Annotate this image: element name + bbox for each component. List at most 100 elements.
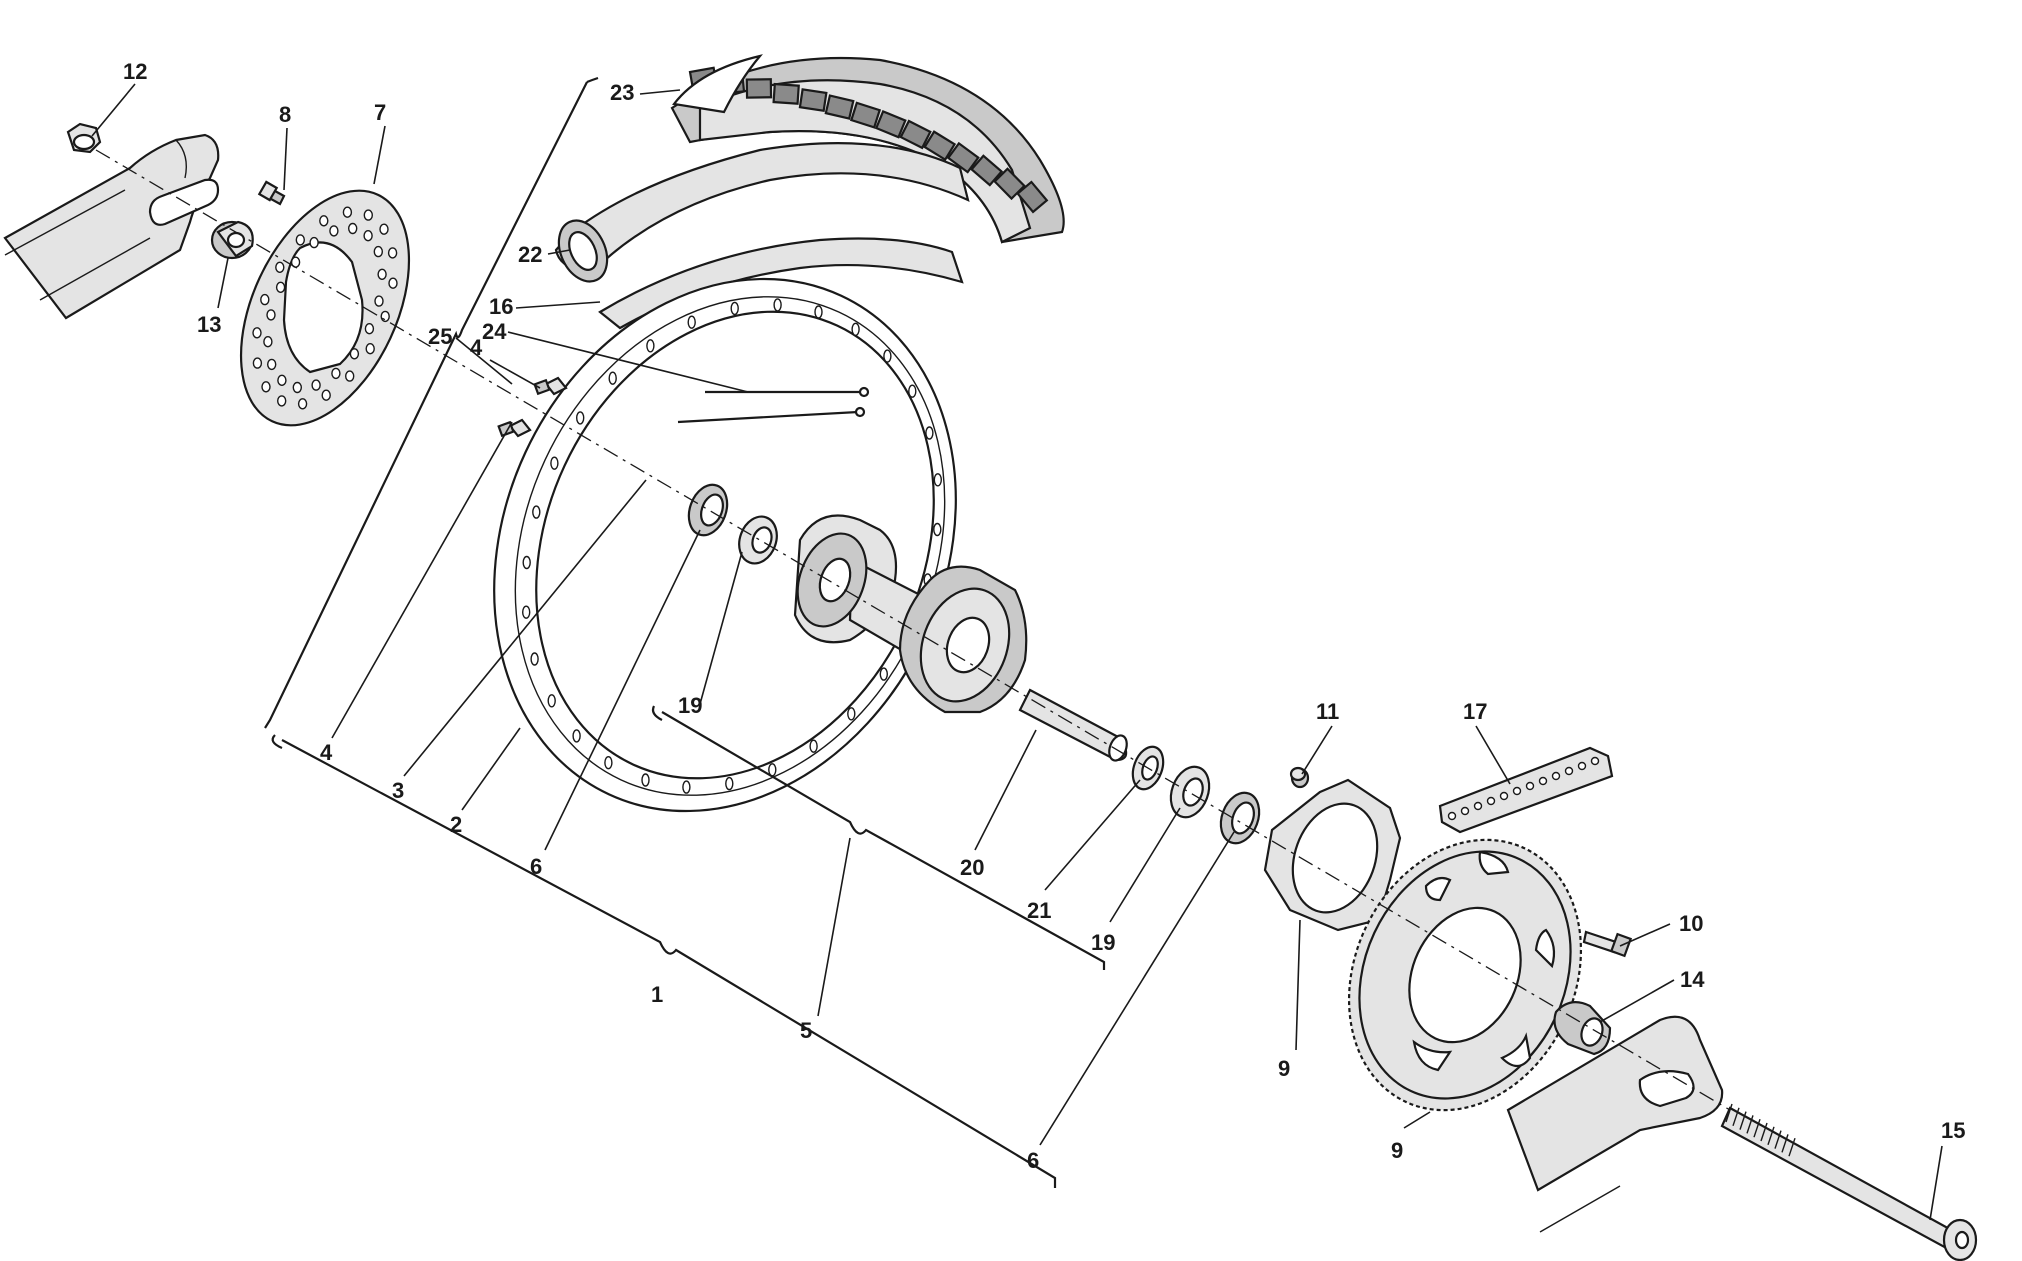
leader-line xyxy=(1929,1145,1943,1221)
callout-19-right: 19 xyxy=(1091,930,1115,955)
rim-hole xyxy=(547,694,556,708)
disc-hole xyxy=(267,358,277,371)
rim-hole xyxy=(576,411,585,425)
callout-20: 20 xyxy=(960,855,984,880)
carrier-nut xyxy=(1289,766,1310,789)
disc-hole xyxy=(261,381,271,393)
disc-hole xyxy=(297,398,308,410)
disc-hole xyxy=(252,327,262,339)
tread-block xyxy=(899,119,932,150)
callout-9: 9 xyxy=(1391,1138,1403,1163)
leader-line xyxy=(1044,779,1141,891)
rear-sprocket xyxy=(1347,838,1583,1112)
spokes xyxy=(677,386,870,424)
callout-21: 21 xyxy=(1027,898,1051,923)
rim-hole xyxy=(641,773,650,787)
leader-line xyxy=(403,479,647,777)
callout-17: 12 xyxy=(123,59,147,84)
callout-8: 8 xyxy=(279,102,291,127)
chain-link xyxy=(1486,796,1496,806)
callout-2: 2 xyxy=(450,812,462,837)
leader-line xyxy=(1039,831,1235,1146)
callout-18: 17 xyxy=(1463,699,1487,724)
wheel-axle xyxy=(1720,1103,1978,1261)
disc-hole xyxy=(292,381,302,394)
leader-line xyxy=(547,249,571,255)
rim-hole xyxy=(908,384,917,398)
callout-15: 15 xyxy=(1941,1118,1965,1143)
disc-bolt xyxy=(257,180,286,206)
bearing-left xyxy=(738,515,778,565)
rim-hole xyxy=(522,555,531,570)
axle-thread-line xyxy=(1732,1107,1740,1127)
callout-7: 7 xyxy=(374,100,386,125)
leader-line xyxy=(217,257,229,309)
tread-block xyxy=(849,101,882,129)
rim-hole xyxy=(572,729,581,743)
tread-block xyxy=(772,82,800,105)
callout-12: 11 xyxy=(1316,699,1339,724)
spacer-right xyxy=(1553,1001,1612,1056)
leader-line xyxy=(461,727,521,811)
axle-thread-line xyxy=(1774,1130,1782,1149)
tread-block xyxy=(970,154,1004,187)
axle-thread-line xyxy=(1753,1118,1761,1138)
disc-hole xyxy=(329,225,339,237)
rim-hole xyxy=(725,776,734,791)
rim-hole xyxy=(847,707,856,721)
disc-hole xyxy=(349,348,360,360)
callout-1: 1 xyxy=(651,982,663,1007)
leader-line xyxy=(455,337,513,385)
rim-hole xyxy=(933,522,942,537)
callout-6-right: 6 xyxy=(1027,1148,1039,1173)
rim-hole xyxy=(522,605,531,619)
rim-hole xyxy=(883,349,892,363)
bracket-tyre xyxy=(264,76,599,729)
rim-hole xyxy=(773,298,782,312)
leader-line xyxy=(1403,1111,1431,1129)
swingarm-left xyxy=(3,133,220,320)
chain-link xyxy=(1538,776,1548,786)
disc-hole xyxy=(348,222,358,235)
axle-thread-line xyxy=(1781,1134,1789,1153)
disc-hole xyxy=(275,281,286,293)
chain-link xyxy=(1551,771,1561,781)
leader-line xyxy=(283,127,288,191)
callout-19-left: 19 xyxy=(678,693,702,718)
disc-hole xyxy=(342,206,353,218)
rim-hole xyxy=(530,652,539,666)
callout-4-top: 4 xyxy=(470,335,483,360)
leader-lines xyxy=(91,83,1943,1221)
rim-hole xyxy=(879,667,888,681)
leader-line xyxy=(1475,725,1511,785)
tread-block xyxy=(798,88,828,113)
chain-link xyxy=(1499,791,1509,801)
disc-hole xyxy=(373,245,383,258)
callout-13: 13 xyxy=(197,312,221,337)
chain xyxy=(1438,746,1614,834)
callout-16: 16 xyxy=(489,294,513,319)
hub xyxy=(793,514,934,657)
hub-spacer-tube xyxy=(1018,688,1128,762)
leader-line xyxy=(507,331,749,393)
disc-hole xyxy=(345,370,355,382)
callout-11: 10 xyxy=(1679,911,1703,936)
rim-hole xyxy=(682,780,691,794)
disc-hole xyxy=(364,323,375,335)
leader-line xyxy=(373,125,386,185)
rim-hole xyxy=(809,739,818,753)
disc-hole xyxy=(263,336,273,348)
spacer-left xyxy=(210,220,254,260)
callout-23: 23 xyxy=(610,80,634,105)
disc-hole xyxy=(319,215,329,227)
chain-link xyxy=(1512,786,1522,796)
leader-line xyxy=(1109,807,1181,923)
leader-line xyxy=(1619,923,1671,947)
leader-line xyxy=(91,83,136,137)
rim-hole xyxy=(730,301,739,316)
rim-hole xyxy=(608,371,617,385)
disc-hole xyxy=(311,379,321,391)
callout-6-left: 6 xyxy=(530,854,542,879)
leader-line xyxy=(817,837,851,1017)
